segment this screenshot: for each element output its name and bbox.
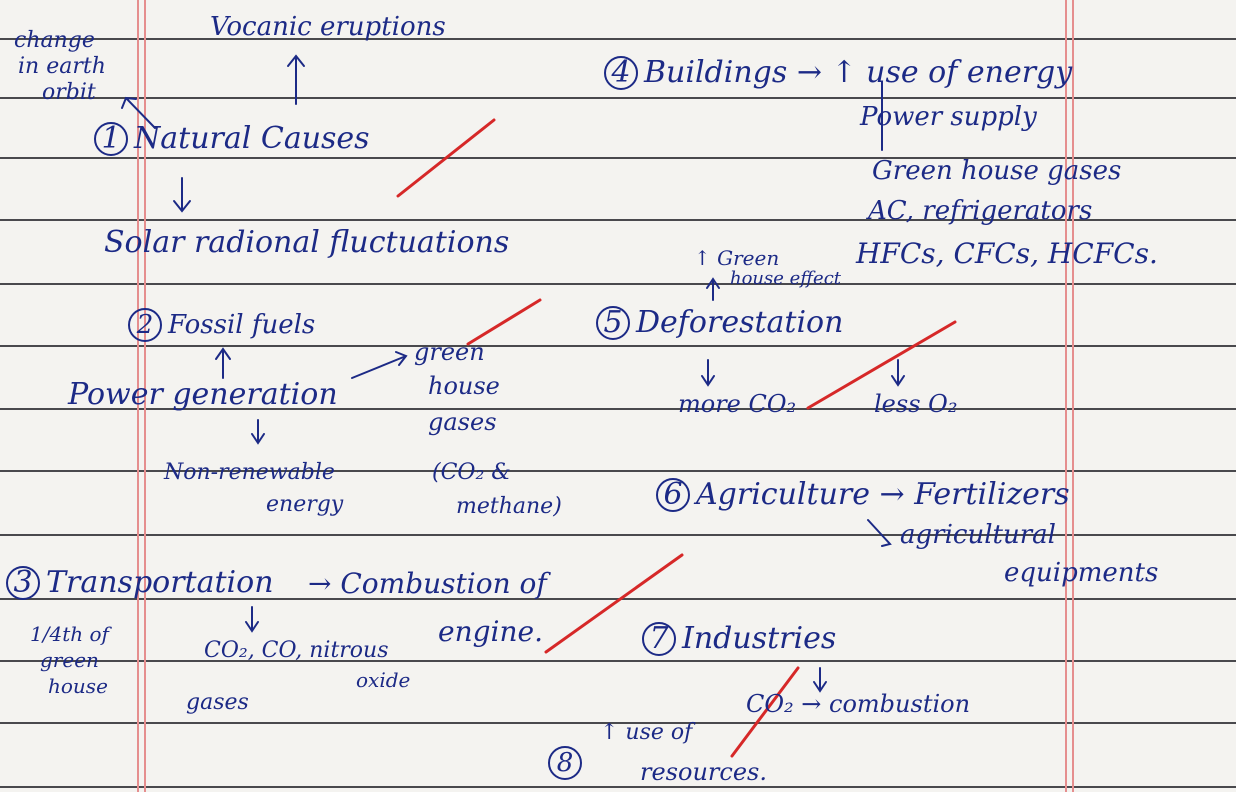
change-orbit-note-line2: in earth [18, 54, 106, 79]
agriculture-title: Agriculture → Fertilizers [696, 477, 1070, 512]
change-orbit-note-line1: change [14, 28, 95, 53]
buildings-title: Buildings → ↑ use of energy [644, 55, 1073, 90]
non-renewable-line1: Non-renewable [164, 460, 335, 485]
margin-line [137, 0, 139, 792]
industries-title: Industries [682, 621, 837, 656]
item-number-badge-8: 8 [548, 746, 582, 780]
green-house-line3: gases [428, 408, 497, 436]
gases-co2-methane-line2: methane) [456, 494, 562, 519]
ruled-line [0, 38, 1236, 40]
ruled-line [0, 660, 1236, 662]
green-house-gases: Green house gases [872, 156, 1122, 186]
resources-line1: ↑ use of [600, 720, 693, 745]
gases-co2-methane-line1: (CO₂ & [432, 460, 511, 485]
resources-line2: resources. [640, 758, 767, 786]
ruled-line [0, 722, 1236, 724]
quarter-note-line2: green [40, 648, 99, 672]
margin-line [1065, 0, 1067, 792]
volcanic-eruptions: Vocanic eruptions [210, 12, 446, 42]
deforestation-title: Deforestation [636, 305, 844, 340]
quarter-note-line3: house [48, 674, 108, 698]
agricultural-equipments-line2: equipments [1004, 558, 1159, 588]
transport-gases-line2: oxide [356, 668, 411, 692]
item-number-badge: 7 [642, 622, 676, 656]
ruled-line [0, 470, 1236, 472]
more-co2: more CO₂ [678, 390, 797, 418]
arrows [121, 54, 905, 693]
transportation-title: Transportation [46, 565, 274, 600]
ruled-line [0, 97, 1236, 99]
item-number-badge: 2 [128, 308, 162, 342]
green-house-line1: green [414, 338, 485, 366]
green-house-effect-line1: ↑ Green [694, 246, 780, 270]
ac-refrigerators: AC, refrigerators [868, 196, 1093, 226]
ruled-line [0, 283, 1236, 285]
green-house-effect-line2: house effect [730, 268, 842, 289]
tick-marks [396, 118, 957, 758]
ruled-line [0, 345, 1236, 347]
industries-co2-combustion: CO₂ → combustion [746, 690, 971, 718]
green-house-line2: house [428, 372, 500, 400]
ruled-line [0, 786, 1236, 788]
item-number-badge: 6 [656, 478, 690, 512]
solar-fluctuations: Solar radional fluctuations [104, 225, 510, 260]
ruled-line [0, 534, 1236, 536]
agricultural-equipments-line1: agricultural [900, 520, 1056, 550]
quarter-note-line1: 1/4th of [30, 622, 109, 646]
natural-causes-title: Natural Causes [134, 121, 370, 156]
less-o2: less O₂ [874, 390, 958, 418]
item-number-badge: 8 [548, 746, 588, 780]
transport-gases-line3: gases [186, 690, 249, 715]
ruled-line [0, 219, 1236, 221]
hfc-cfc-hcfc: HFCs, CFCs, HCFCs. [856, 237, 1158, 270]
change-orbit-note-line3: orbit [42, 80, 96, 105]
item-number-badge: 5 [596, 306, 630, 340]
non-renewable-line2: energy [266, 492, 344, 517]
item-number-badge: 1 [94, 122, 128, 156]
ruled-line [0, 157, 1236, 159]
item-number-badge: 3 [6, 566, 40, 600]
engine: engine. [438, 615, 543, 648]
power-generation: Power generation [68, 377, 338, 412]
power-supply: Power supply [860, 102, 1037, 132]
transport-gases-line1: CO₂, CO, nitrous [204, 638, 389, 663]
ruled-line [0, 408, 1236, 410]
fossil-fuels-title: Fossil fuels [168, 310, 316, 340]
margin-line [1072, 0, 1074, 792]
item-number-badge: 4 [604, 56, 638, 90]
combustion-of: → Combustion of [308, 567, 547, 600]
margin-line [144, 0, 146, 792]
